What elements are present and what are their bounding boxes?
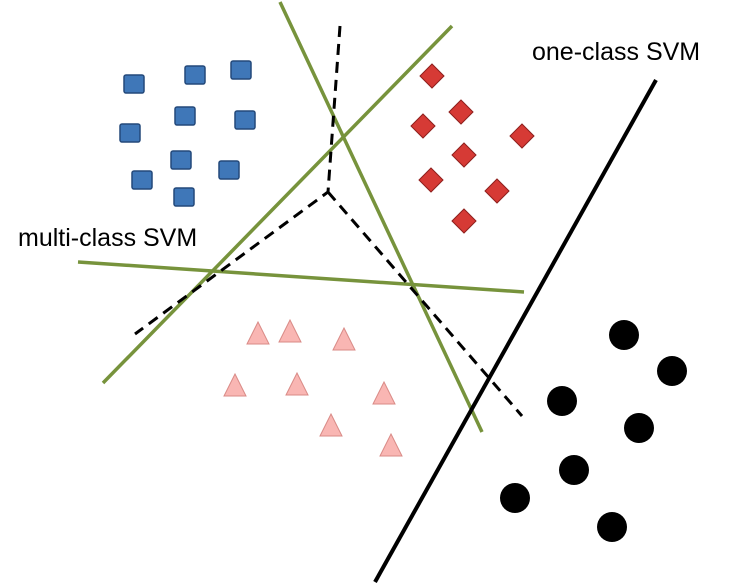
square-point	[131, 170, 153, 190]
triangle-point	[246, 320, 270, 345]
green-boundary-line	[278, 1, 484, 433]
diamond-point	[410, 113, 436, 139]
circle-point	[559, 455, 589, 485]
one-class-svm-label: one-class SVM	[532, 38, 701, 66]
triangle-point	[223, 372, 247, 397]
square-point	[119, 123, 141, 143]
circle-point	[547, 386, 577, 416]
triangle-class-points	[223, 318, 403, 457]
decision-boundaries	[77, 1, 658, 583]
diamond-point	[418, 167, 444, 193]
triangle-point	[332, 326, 356, 351]
square-point	[123, 74, 145, 94]
green-boundary-line	[101, 24, 454, 385]
square-point	[174, 106, 196, 126]
diamond-point	[484, 178, 510, 204]
circle-point	[624, 413, 654, 443]
square-class-points	[119, 60, 256, 207]
circle-point	[609, 320, 639, 350]
triangle-point	[372, 380, 396, 405]
square-point	[234, 110, 256, 130]
diamond-point	[451, 208, 477, 234]
circle-point	[500, 483, 530, 513]
diamond-point	[509, 123, 535, 149]
square-point	[230, 60, 252, 80]
square-point	[170, 150, 192, 170]
triangle-point	[379, 432, 403, 457]
circle-point	[657, 356, 687, 386]
diamond-point	[451, 142, 477, 168]
square-point	[173, 187, 195, 207]
diamond-class-points	[410, 63, 535, 234]
green-boundary-line	[77, 260, 525, 294]
square-point	[184, 65, 206, 85]
triangle-point	[285, 371, 309, 396]
diamond-point	[419, 63, 445, 89]
one-class-boundary-line	[373, 79, 658, 583]
triangle-point	[278, 318, 302, 343]
triangle-point	[319, 412, 343, 437]
multi-class-svm-label: multi-class SVM	[18, 224, 198, 252]
diamond-point	[448, 99, 474, 125]
dashed-boundary-line	[326, 191, 524, 417]
circle-class-points	[500, 320, 687, 542]
square-point	[218, 160, 240, 180]
circle-point	[597, 512, 627, 542]
